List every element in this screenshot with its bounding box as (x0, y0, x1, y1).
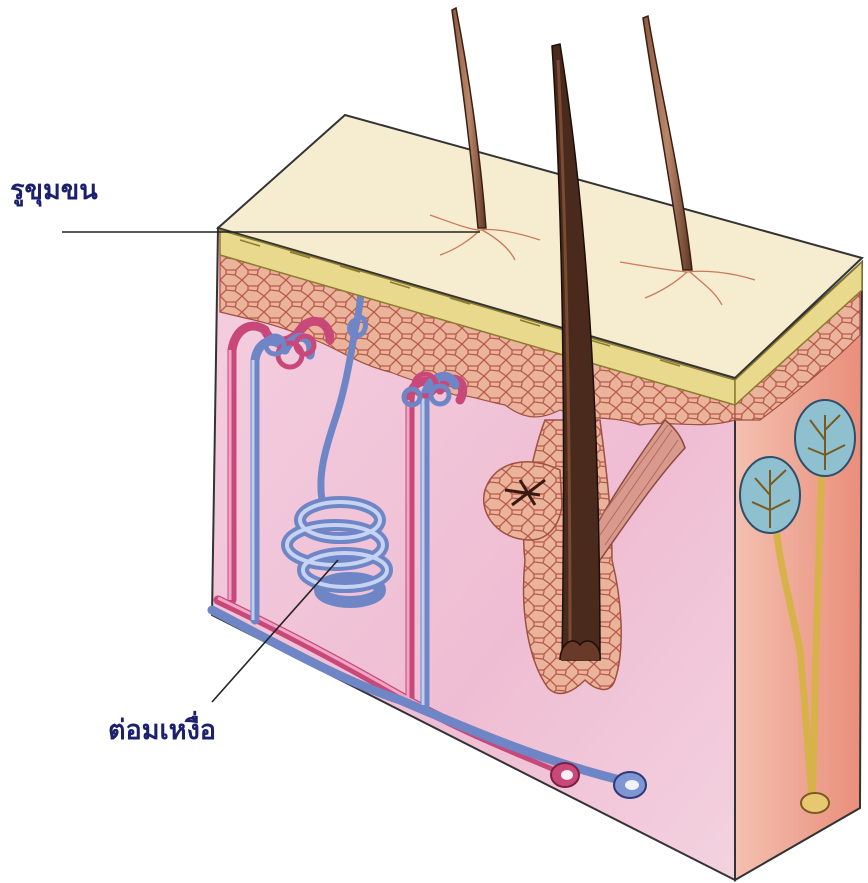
label-pore: รูขุมขน (10, 168, 98, 211)
nerve-cut-end (801, 793, 829, 813)
label-sweat-gland: ต่อมเหงื่อ (108, 708, 216, 751)
